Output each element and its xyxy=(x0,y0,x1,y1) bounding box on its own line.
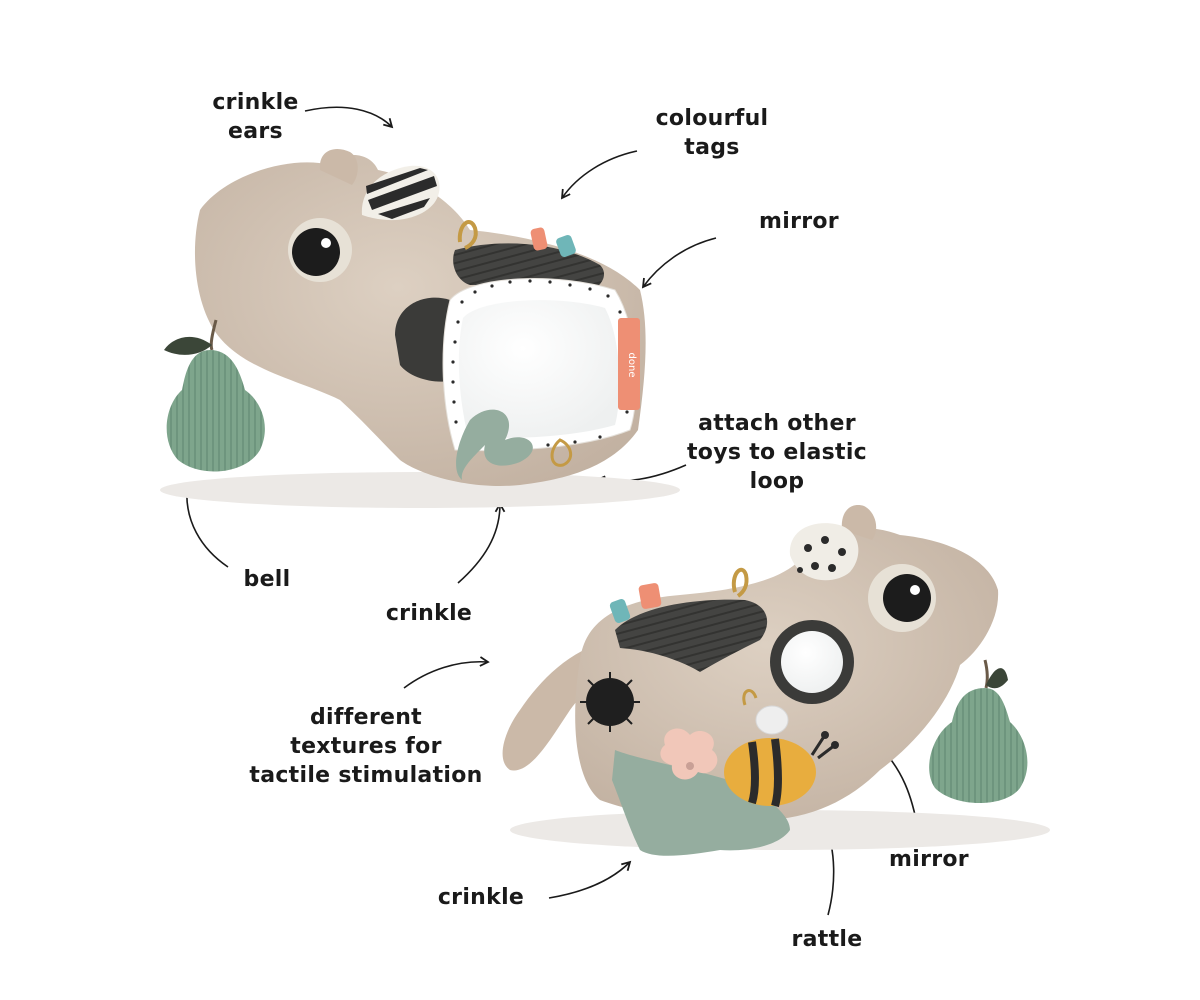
crinkle-bottom-label: crinkle xyxy=(437,885,525,910)
crinkle-middle-label: crinkle xyxy=(385,601,473,626)
tag-coral xyxy=(638,583,662,609)
top-loop xyxy=(457,220,478,250)
bottom-eye xyxy=(868,564,936,632)
tag-teal xyxy=(556,234,576,258)
mirror-bottom-label: mirror xyxy=(889,847,969,872)
top-pear xyxy=(164,319,265,472)
bottom-pear xyxy=(929,659,1028,803)
bottom-toy xyxy=(502,505,1050,856)
rattle-label: rattle xyxy=(791,927,863,952)
bell-label: bell xyxy=(243,567,291,592)
bottom-ear-polka xyxy=(789,523,859,581)
tag-coral xyxy=(530,227,548,251)
brand-tag-text: done xyxy=(626,353,637,378)
top-eye xyxy=(288,218,352,282)
tag-teal xyxy=(609,599,631,623)
arrow-colourful-tags xyxy=(560,150,638,200)
top-toy: done xyxy=(160,149,680,508)
arrow-crinkle-ears xyxy=(304,106,394,129)
top-mirror xyxy=(458,300,620,438)
arrow-crinkle-bottom xyxy=(548,860,632,899)
brand-tag xyxy=(618,318,640,410)
fuzzy-texture-patch xyxy=(580,672,640,732)
arrow-crinkle-middle xyxy=(457,502,506,584)
arrow-mirror-top xyxy=(641,237,717,289)
top-side-patch xyxy=(395,297,459,382)
bottom-back-patch xyxy=(615,599,768,672)
elastic-loop xyxy=(550,438,572,467)
bottom-mirror xyxy=(770,620,854,704)
bee-rattle xyxy=(724,689,839,808)
mirror-top-label: mirror xyxy=(759,209,839,234)
crinkle-ears-label: crinkle ears xyxy=(212,90,299,144)
colourful-tags-label: colourful tags xyxy=(655,106,769,160)
arrow-bell xyxy=(181,487,229,568)
attach-loop-label: attach other toys to elastic loop xyxy=(686,411,868,494)
bottom-loop xyxy=(731,567,749,598)
different-textures-label: different textures for tactile stimulati… xyxy=(249,705,483,788)
arrow-textures xyxy=(403,656,490,689)
bottom-crinkle-leaf xyxy=(612,750,790,856)
flower-toy xyxy=(660,728,718,780)
top-ear-striped xyxy=(361,165,440,221)
top-crinkle-bow xyxy=(456,409,533,480)
top-ear-left xyxy=(319,149,358,185)
